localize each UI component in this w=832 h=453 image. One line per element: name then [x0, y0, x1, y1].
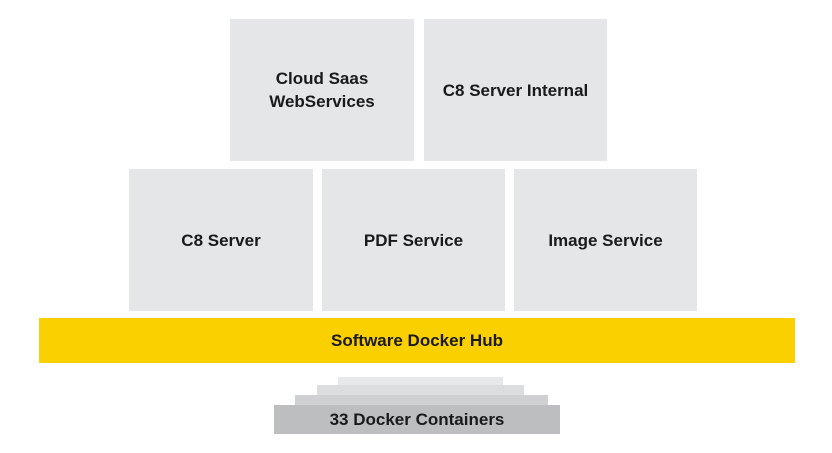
c8-server-box: C8 Server: [129, 169, 313, 311]
cloud-saas-webservices-label: Cloud Saas WebServices: [269, 69, 375, 111]
pdf-service-box: PDF Service: [322, 169, 505, 311]
image-service-box: Image Service: [514, 169, 697, 311]
container-stack-layer-top: [338, 377, 503, 385]
docker-containers-base: 33 Docker Containers: [274, 405, 560, 434]
software-docker-hub-label: Software Docker Hub: [331, 330, 503, 350]
c8-server-label: C8 Server: [181, 230, 261, 250]
container-stack-layer-lower: [295, 395, 548, 405]
c8-server-internal-box: C8 Server Internal: [424, 19, 607, 161]
c8-server-internal-label: C8 Server Internal: [442, 80, 589, 100]
docker-containers-label: 33 Docker Containers: [329, 409, 505, 429]
software-docker-hub-bar: Software Docker Hub: [39, 318, 795, 363]
image-service-label: Image Service: [548, 230, 663, 250]
container-stack-layer-middle: [317, 385, 524, 395]
cloud-saas-webservices-box: Cloud Saas WebServices: [230, 19, 414, 161]
pdf-service-label: PDF Service: [363, 230, 464, 250]
